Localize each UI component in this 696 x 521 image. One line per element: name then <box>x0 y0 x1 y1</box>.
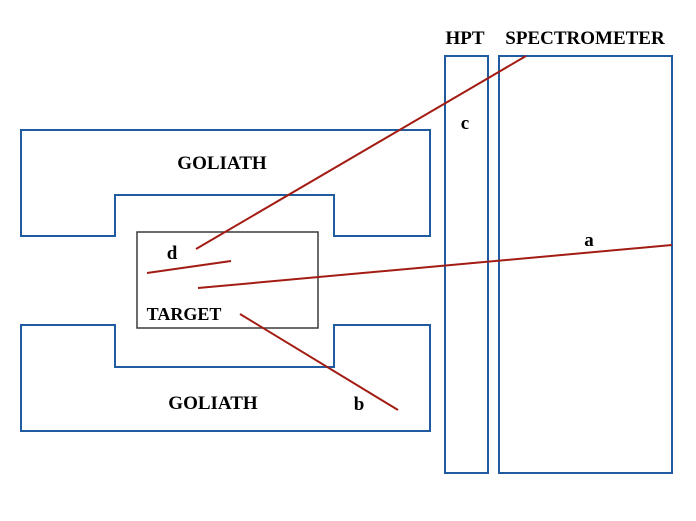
goliath-top-label: GOLIATH <box>177 153 267 174</box>
hpt-label: HPT <box>445 28 484 49</box>
goliath-bottom-magnet <box>20 324 431 432</box>
track-c-line <box>195 55 527 250</box>
hpt-detector <box>444 55 489 474</box>
track-c-label: c <box>461 113 469 134</box>
spectrometer-box <box>498 55 673 474</box>
goliath-top-magnet <box>20 129 431 237</box>
track-b-label: b <box>354 394 365 415</box>
track-d-label: d <box>167 243 178 264</box>
track-a-label: a <box>584 230 594 251</box>
target-label: TARGET <box>147 304 222 324</box>
track-b-line <box>239 313 399 411</box>
goliath-bottom-label: GOLIATH <box>168 393 258 414</box>
track-a-line <box>197 244 673 289</box>
spectrometer-label: SPECTROMETER <box>505 28 665 49</box>
track-d-line <box>146 260 232 274</box>
target-box <box>136 231 319 329</box>
